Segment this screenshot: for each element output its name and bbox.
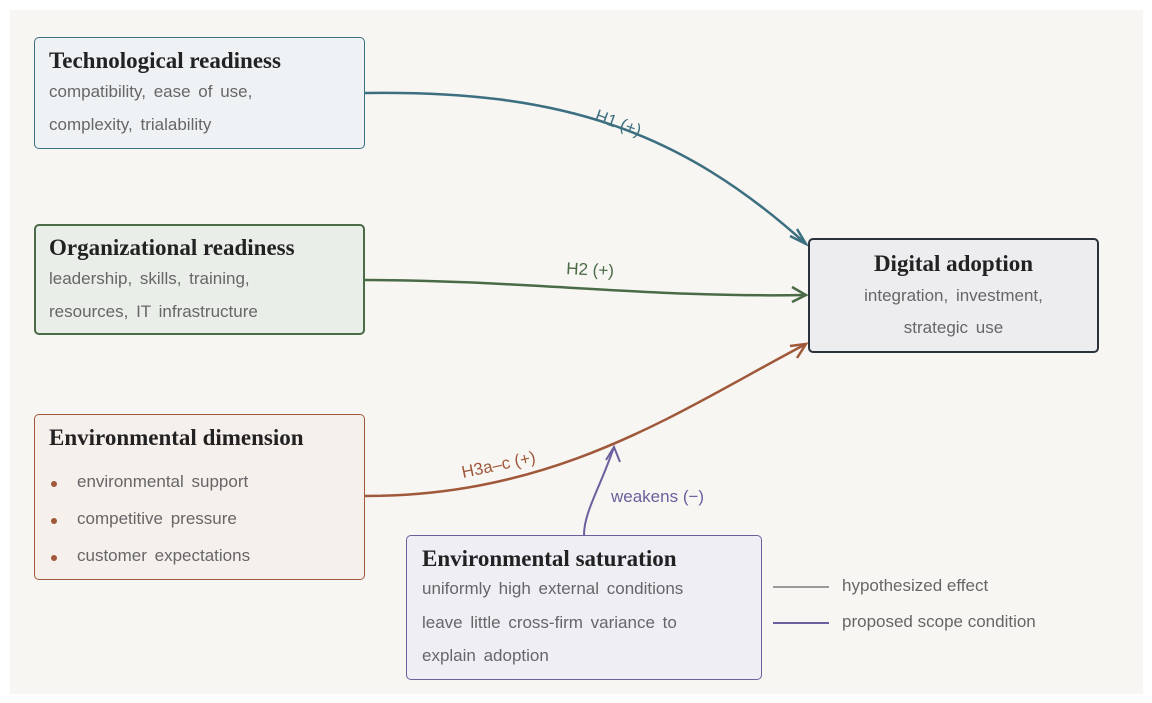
h1-arrow <box>364 91 807 245</box>
environmental-dimension-title: Environmental dimension <box>49 425 304 450</box>
technological-readiness-line-2: complexity, trialability <box>49 115 212 134</box>
moderator-label: weakens (−) <box>610 487 704 506</box>
h1-label: H1 (+) <box>593 106 644 140</box>
organizational-readiness-line-2: resources, IT infrastructure <box>49 302 258 321</box>
moderator-arrow <box>583 446 615 536</box>
environmental-bullet-3: customer expectations <box>77 546 251 565</box>
h1-arrowhead <box>789 228 810 248</box>
legend-effect-swatch <box>773 586 829 588</box>
technological-readiness-line-1: compatibility, ease of use, <box>49 82 253 101</box>
legend-scope-swatch <box>773 622 829 624</box>
organizational-readiness-title: Organizational readiness <box>49 235 295 260</box>
environmental-saturation-line-2: leave little cross-firm variance to <box>422 613 677 632</box>
technological-readiness-title: Technological readiness <box>49 48 281 73</box>
legend-scope-label: proposed scope condition <box>842 612 1036 631</box>
environmental-saturation-node: Environmental saturation uniformly high … <box>406 535 762 680</box>
environmental-saturation-line-3: explain adoption <box>422 646 549 665</box>
moderator-arrowhead <box>605 444 621 463</box>
legend-effect-label: hypothesized effect <box>842 576 989 595</box>
environmental-saturation-line-1: uniformly high external conditions <box>422 579 684 598</box>
h2-arrowhead <box>791 285 809 304</box>
h2-arrow <box>364 278 807 297</box>
h2-label: H2 (+) <box>566 259 615 280</box>
organizational-readiness-node: Organizational readiness leadership, ski… <box>34 224 365 335</box>
digital-adoption-node: Digital adoption integration, investment… <box>808 238 1099 353</box>
bullet-dot <box>51 555 57 561</box>
bullet-dot <box>51 481 57 487</box>
h3-label: H3a–c (+) <box>460 448 537 482</box>
digital-adoption-line-2: strategic use <box>903 318 1004 337</box>
technological-readiness-node: Technological readiness compatibility, e… <box>34 37 365 149</box>
digital-adoption-title: Digital adoption <box>873 251 1034 276</box>
h3-arrow <box>364 342 807 498</box>
h3-arrowhead <box>789 342 809 359</box>
bullet-dot <box>51 518 57 524</box>
digital-adoption-line-1: integration, investment, <box>864 286 1043 305</box>
environmental-bullet-1: environmental support <box>77 472 249 491</box>
organizational-readiness-line-1: leadership, skills, training, <box>49 269 250 288</box>
environmental-saturation-title: Environmental saturation <box>422 546 677 571</box>
environmental-dimension-node: Environmental dimension environmental su… <box>34 414 365 580</box>
environmental-bullet-2: competitive pressure <box>77 509 237 528</box>
